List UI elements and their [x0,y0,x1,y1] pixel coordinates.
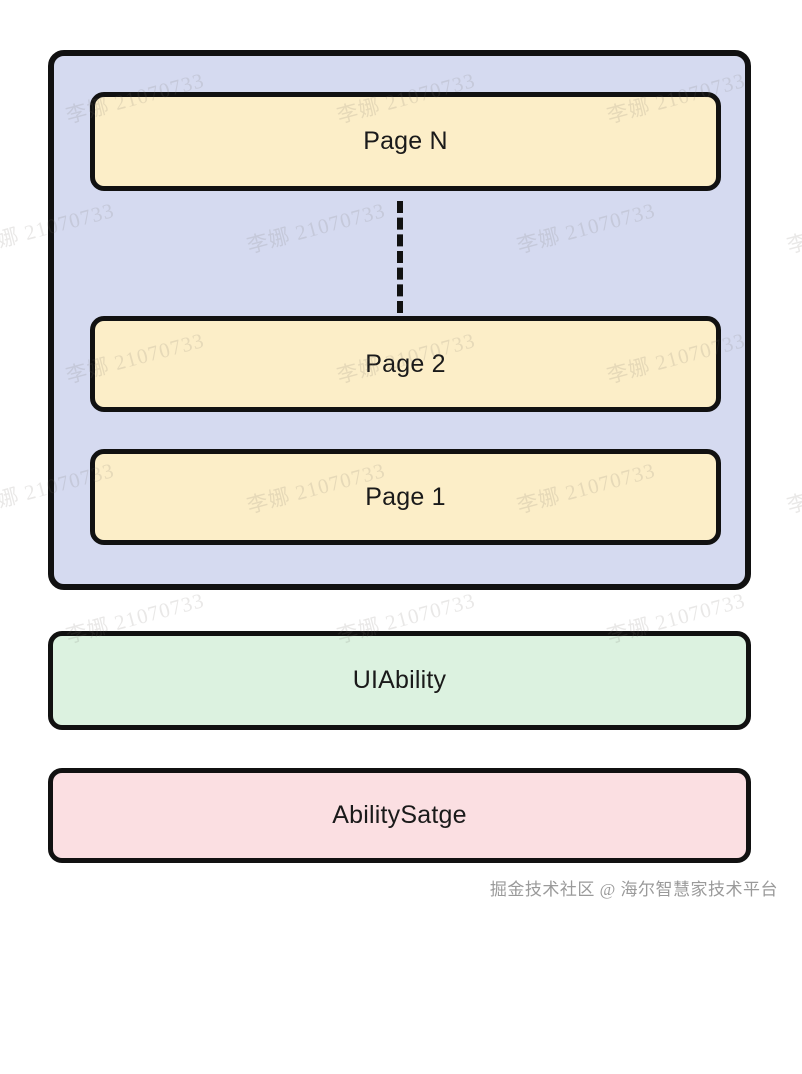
page-box-page-1: Page 1 [90,449,721,545]
diagram-canvas: Page N Page 2 Page 1 UIAbility AbilitySa… [0,50,802,899]
pages-container: Page N Page 2 Page 1 [48,50,751,590]
page-2-label: Page 2 [365,349,446,378]
abilitystage-label: AbilitySatge [332,801,467,829]
uiability-label: UIAbility [352,666,447,694]
uiability-box: UIAbility [48,631,751,730]
watermark-text: 李娜 21070733 [784,198,802,259]
pages-dashed-connector [396,201,403,313]
attribution-text: 掘金技术社区 @ 海尔智慧家技术平台 [489,880,778,899]
page-1-label: Page 1 [365,482,446,511]
page-box-page-2: Page 2 [90,316,721,412]
page-box-page-n: Page N [90,92,721,191]
watermark-text: 李娜 21070733 [784,458,802,519]
abilitystage-box: AbilitySatge [48,768,751,863]
page-n-label: Page N [363,127,448,155]
